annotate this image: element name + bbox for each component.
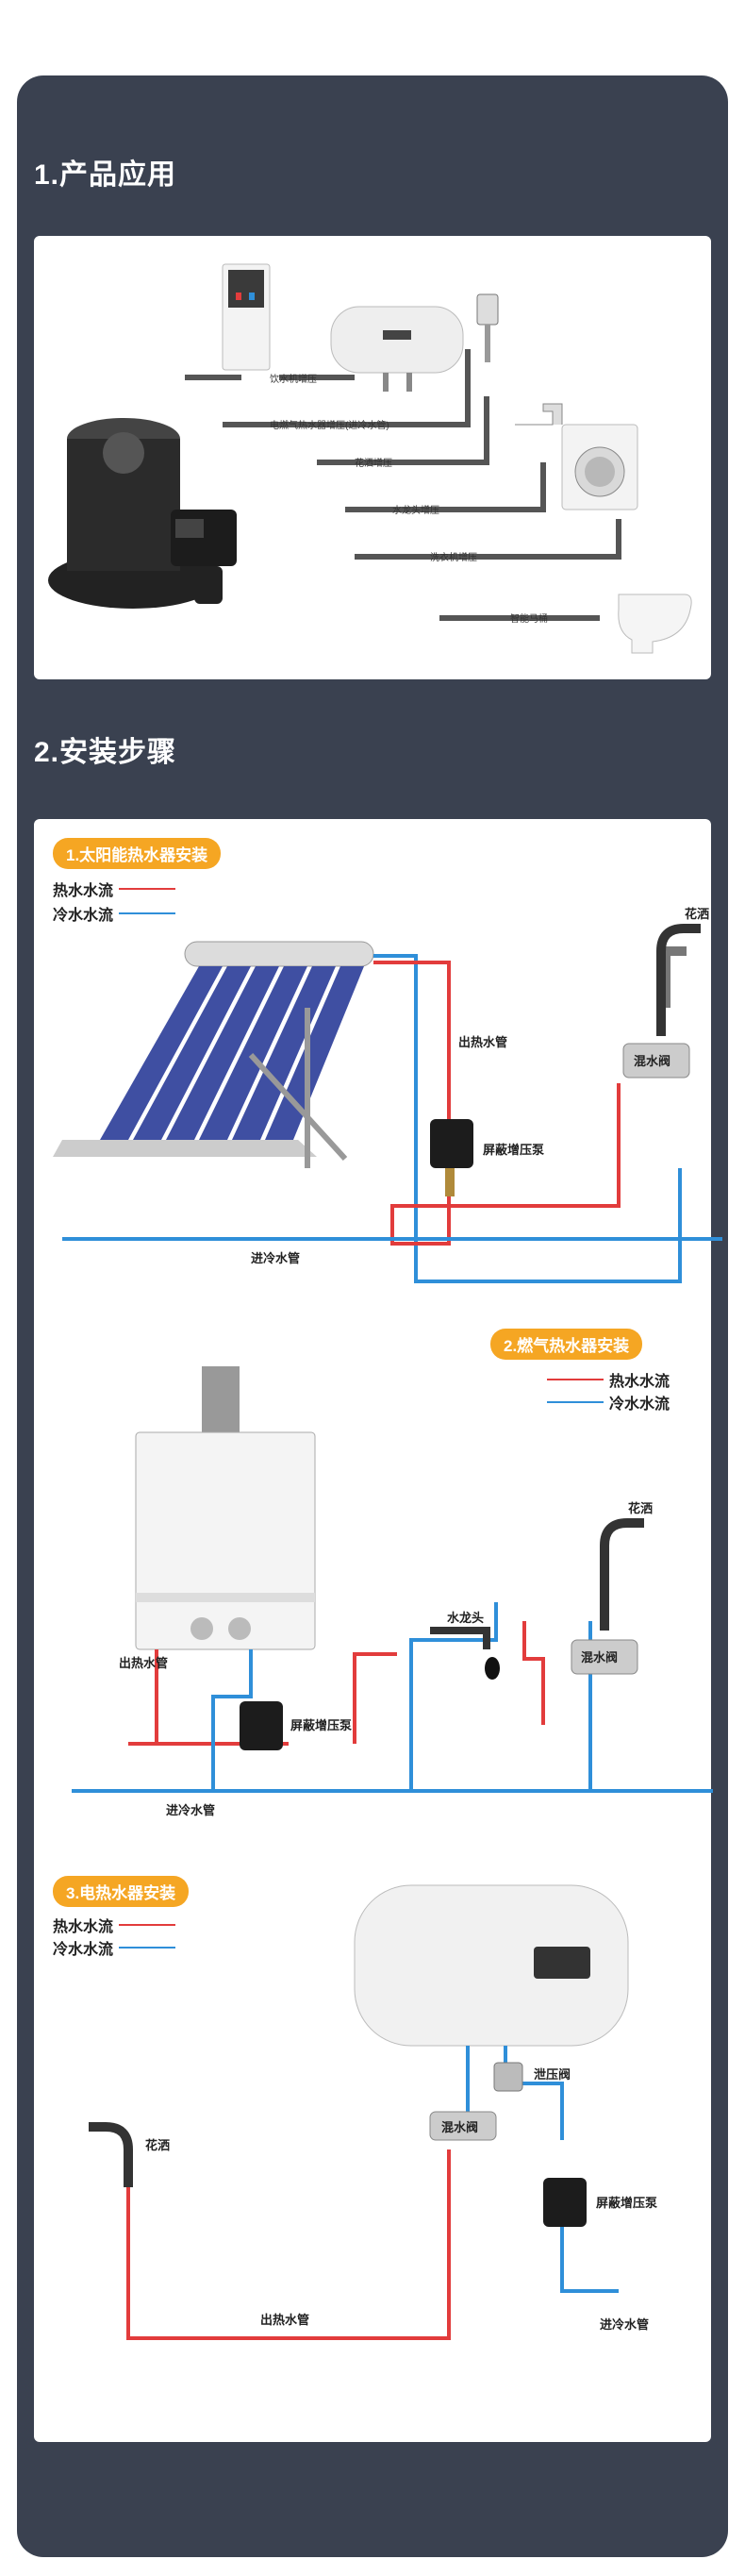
solar-pump-icon xyxy=(430,1119,473,1196)
legend-cold-solar: 冷水水流 xyxy=(53,902,176,925)
solar-heater-icon xyxy=(53,941,374,1168)
shower-icon xyxy=(476,293,499,362)
pipe-label-gas-heater: 电燃气热水器增压(进冷水管) xyxy=(270,421,389,431)
solar-shower-icon xyxy=(656,924,701,1036)
gas-pump-icon xyxy=(240,1701,283,1750)
pipe-label-dispenser: 饮水机增压 xyxy=(270,375,317,385)
pump-product-icon xyxy=(48,418,237,609)
electric-pump-label: 屏蔽增压泵 xyxy=(596,2196,658,2210)
badge-electric: 3.电热水器安装 xyxy=(53,1876,190,1907)
washing-machine-icon xyxy=(561,424,638,510)
gas-faucet-label: 水龙头 xyxy=(447,1611,485,1625)
pipe-label-shower: 花洒增压 xyxy=(355,459,392,469)
electric-heater-icon xyxy=(330,306,464,392)
solar-shower-label: 花洒 xyxy=(685,907,710,921)
legend-cold-electric: 冷水水流 xyxy=(53,1936,176,1959)
pipe-label-washer: 洗衣机增压 xyxy=(430,553,477,563)
gas-shower-label: 花洒 xyxy=(628,1501,654,1515)
gas-mix-label: 混水阀 xyxy=(581,1650,619,1664)
solar-mix-label: 混水阀 xyxy=(634,1054,671,1068)
install-card: 1.太阳能热水器安装 热水水流 冷水水流 出热水管 屏蔽增压泵 混水阀 花洒 进… xyxy=(34,819,722,2442)
electric-relief-label: 泄压阀 xyxy=(534,2067,571,2082)
legend-hot-gas: 热水水流 xyxy=(547,1368,670,1391)
legend-hot-electric: 热水水流 xyxy=(53,1914,176,1936)
section-title-application: 1.产品应用 xyxy=(34,159,177,191)
application-diagram xyxy=(48,263,692,654)
pipe-label-faucet: 水龙头增压 xyxy=(392,506,439,516)
water-dispenser-icon xyxy=(222,263,271,371)
gas-pump-label: 屏蔽增压泵 xyxy=(290,1718,353,1732)
gas-mix-valve-icon xyxy=(571,1639,638,1675)
solar-mix-valve-icon xyxy=(622,1043,690,1079)
section-title-install: 2.安装步骤 xyxy=(34,737,177,768)
gas-faucet-icon xyxy=(430,1627,500,1680)
electric-outlet-label: 出热水管 xyxy=(260,2313,310,2327)
electric-inlet-label: 进冷水管 xyxy=(600,2317,650,2332)
solar-pump-label: 屏蔽增压泵 xyxy=(483,1143,545,1157)
electric-pump-icon xyxy=(543,2178,587,2227)
electric-mix-valve-icon xyxy=(429,2111,497,2141)
badge-solar: 1.太阳能热水器安装 xyxy=(53,838,222,869)
gas-heater-icon xyxy=(135,1366,316,1650)
gas-inlet-label: 进冷水管 xyxy=(166,1803,216,1817)
faucet-icon xyxy=(515,403,563,426)
solar-inlet-label: 进冷水管 xyxy=(251,1251,301,1265)
gas-shower-icon xyxy=(600,1518,644,1631)
solar-outlet-label: 出热水管 xyxy=(458,1035,508,1049)
legend-cold-gas: 冷水水流 xyxy=(547,1391,670,1413)
smart-toilet-icon xyxy=(618,594,692,654)
badge-gas: 2.燃气热水器安装 xyxy=(490,1329,643,1360)
electric-shower-icon xyxy=(89,2122,133,2187)
electric-heater-body-icon xyxy=(354,1884,629,2047)
legend-hot-solar: 热水水流 xyxy=(53,878,176,900)
application-card: 饮水机增压 电燃气热水器增压(进冷水管) 花洒增压 水龙头增压 洗衣机增压 智能… xyxy=(34,236,711,679)
electric-shower-label: 花洒 xyxy=(145,2138,171,2152)
pipe-lines xyxy=(185,349,621,621)
electric-mix-label: 混水阀 xyxy=(441,2120,479,2134)
pipe-label-toilet: 智能马桶 xyxy=(510,614,548,625)
gas-outlet-label: 出热水管 xyxy=(119,1656,169,1670)
electric-relief-valve-icon xyxy=(493,2062,523,2092)
install-diagrams xyxy=(53,924,722,2340)
